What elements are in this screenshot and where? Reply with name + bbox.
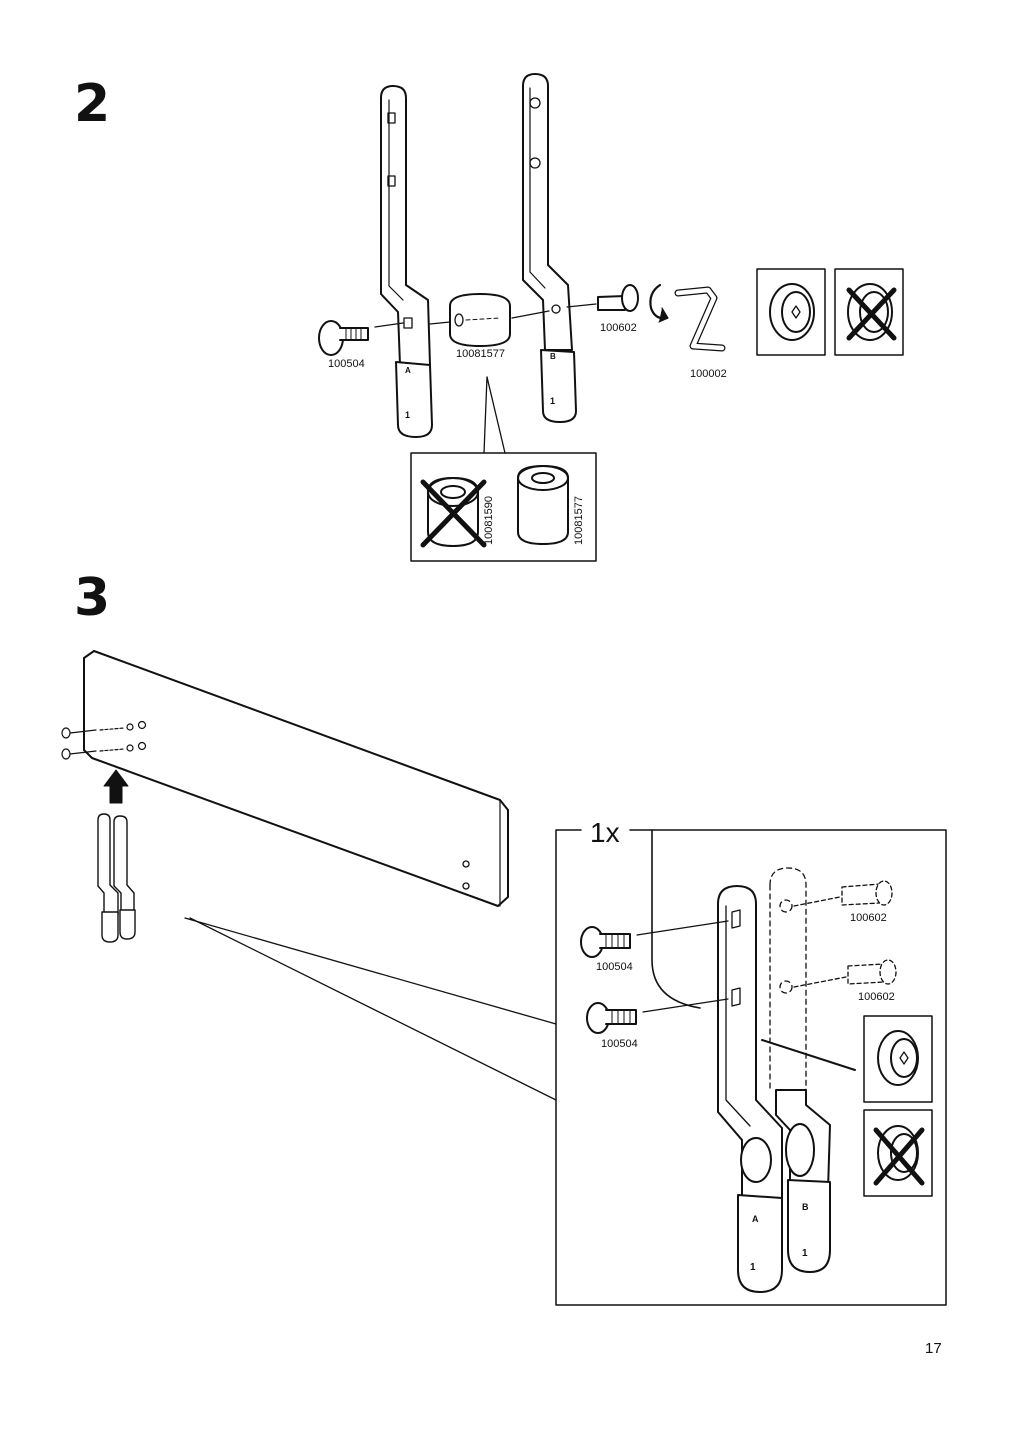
detail-wrong-box	[834, 268, 904, 356]
detail-bracket-b-number: 1	[802, 1248, 808, 1259]
bracket-b-letter: B	[550, 352, 556, 361]
cross-icon	[420, 479, 487, 548]
right-spacer	[517, 465, 569, 545]
cross-icon	[873, 1127, 925, 1186]
bracket-b	[522, 73, 577, 423]
label-bolt: 100602	[600, 322, 637, 334]
arrow-up-icon	[103, 769, 129, 804]
ghost-bolts	[793, 880, 897, 988]
spacer-10081577	[429, 293, 550, 347]
bracket-b-ghost	[769, 867, 807, 1091]
label-screw-bottom: 100504	[601, 1038, 638, 1050]
label-key: 100002	[690, 368, 727, 380]
label-bolt-top: 100602	[850, 912, 887, 924]
step-3-number: 3	[74, 568, 111, 628]
wrong-spacer	[420, 477, 487, 548]
quantity-label: 1x	[590, 817, 620, 848]
bracket-a-number: 1	[405, 410, 410, 420]
label-screw: 100504	[328, 358, 365, 370]
panel-board	[83, 650, 509, 907]
bracket-a	[380, 85, 433, 438]
spacer-detail-box	[410, 452, 597, 562]
detail-frame	[555, 829, 947, 1306]
page-number: 17	[925, 1340, 942, 1357]
rotate-arrow-icon	[649, 283, 669, 323]
small-screws	[61, 720, 147, 760]
detail3-wrong-box	[863, 1109, 933, 1197]
detail-correct-box	[756, 268, 826, 356]
label-screw-top: 100504	[596, 961, 633, 973]
detail-bracket-a-number: 1	[750, 1262, 756, 1273]
small-bracket-assembly	[97, 813, 136, 943]
detail-screw-top	[580, 920, 729, 958]
label-bolt-bottom: 100602	[858, 991, 895, 1003]
detail-bracket-a-letter: A	[752, 1214, 759, 1224]
detail-screw-bottom	[586, 998, 729, 1034]
bracket-b-lower	[775, 1089, 831, 1273]
detail-bracket-b-letter: B	[802, 1202, 809, 1212]
label-spacer: 10081577	[456, 348, 505, 360]
label-right-spacer: 10081577	[573, 496, 585, 545]
label-wrong-spacer: 10081590	[483, 496, 495, 545]
step-2-number: 2	[74, 74, 111, 134]
bolt-100602	[566, 284, 639, 312]
bracket-a-letter: A	[405, 366, 411, 375]
detail3-correct-box	[863, 1015, 933, 1103]
bracket-a-detail	[717, 885, 783, 1293]
bracket-b-number: 1	[550, 396, 555, 406]
cross-icon	[846, 287, 897, 341]
allen-key-100002	[674, 286, 726, 352]
screw-100504	[318, 320, 404, 356]
